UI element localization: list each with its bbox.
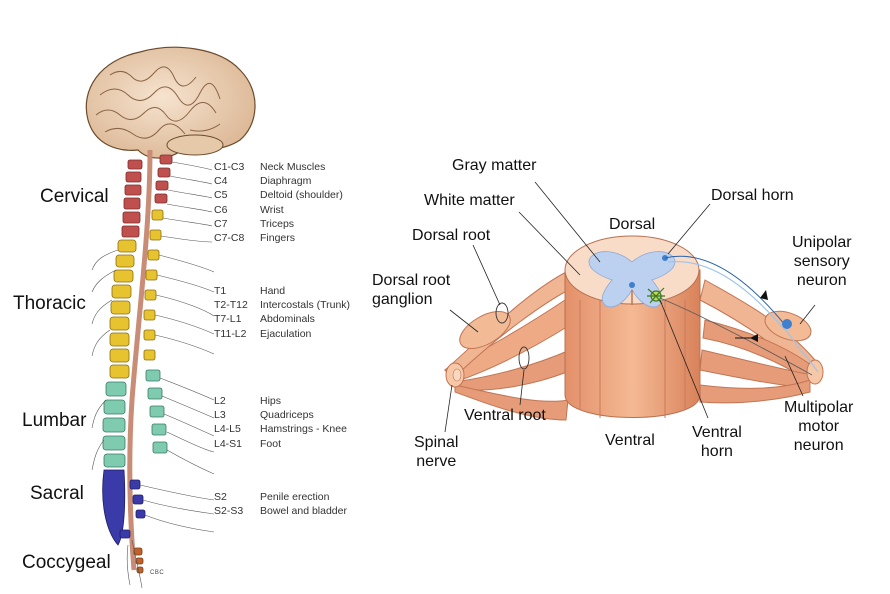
region-cervical: Cervical (40, 186, 109, 207)
nerve-target: Intercostals (Trunk) (260, 299, 351, 312)
nerve-table-sacral: S2 Penile erection S2-S3 Bowel and bladder (214, 490, 347, 518)
label-unipolar-sensory-neuron: Unipolar sensory neuron (792, 234, 852, 289)
nerve-code: T7-L1 (214, 313, 242, 326)
label-gray-matter: Gray matter (452, 157, 537, 174)
nerve-target: Foot (260, 437, 282, 450)
nerve-table-cervical: C1-C3 Neck Muscles C4 Diaphragm C5 Deltoid … (214, 160, 343, 245)
region-coccygeal: Coccygeal (22, 552, 111, 573)
label-white-matter: White matter (424, 192, 515, 209)
label-ventral-horn: Ventral horn (692, 424, 742, 460)
nerve-code: C1-C3 (214, 161, 245, 173)
nerve-target: Wrist (260, 203, 284, 216)
region-thoracic: Thoracic (13, 293, 86, 314)
nerve-row: L4-L5 Hamstrings - Knee (214, 422, 347, 436)
nerve-code: S2-S3 (214, 505, 244, 518)
nerve-code: C7 (214, 217, 228, 230)
artist-signature: CBC (150, 570, 165, 576)
label-dorsal: Dorsal (609, 216, 656, 233)
label-ventral-root: Ventral root (464, 407, 546, 424)
region-lumbar: Lumbar (22, 410, 87, 431)
label-spinal-nerve: Spinal nerve (414, 434, 459, 470)
leader-lines (444, 181, 816, 433)
nerve-row: T2-T12 Intercostals (Trunk) (214, 298, 350, 312)
right-nerve-roots (699, 279, 824, 404)
label-dorsal-root: Dorsal root (412, 227, 491, 244)
nerve-target: Ejaculation (260, 327, 312, 340)
label-dorsal-root-ganglion: Dorsal root ganglion (372, 272, 451, 308)
nerve-target: Neck Muscles (260, 161, 326, 173)
nerve-row: S2-S3 Bowel and bladder (214, 504, 347, 518)
nerve-row: C6 Wrist (214, 203, 343, 217)
nerve-row: L4-S1 Foot (214, 437, 347, 451)
cervical-vertebrae (121, 154, 173, 238)
nerve-code: T1 (214, 285, 227, 297)
nerve-target: Fingers (260, 232, 296, 245)
nerve-row: L2 Hips (214, 394, 347, 408)
brain-illustration (85, 46, 256, 159)
nerve-code: S2 (214, 491, 227, 503)
nerve-code: C4 (214, 175, 228, 188)
nerve-row: T11-L2 Ejaculation (214, 327, 350, 341)
nerve-target: Diaphragm (260, 175, 312, 188)
nerve-target: Hamstrings - Knee (260, 423, 347, 436)
nerve-target: Bowel and bladder (260, 505, 347, 518)
nerve-row: T7-L1 Abdominals (214, 312, 350, 326)
nerve-row: T1 Hand (214, 284, 350, 298)
nerve-target: Quadriceps (260, 409, 314, 422)
nerve-row: C7 Triceps (214, 217, 343, 231)
nerve-target: Abdominals (260, 313, 315, 326)
label-multipolar-motor-neuron: Multipolar motor neuron (784, 399, 854, 454)
nerve-row: C5 Deltoid (shoulder) (214, 188, 343, 202)
nerve-target: Deltoid (shoulder) (260, 189, 343, 202)
motor-neuron-body (647, 287, 665, 305)
nerve-row: C7-C8 Fingers (214, 231, 343, 245)
nerve-row: C4 Diaphragm (214, 174, 343, 188)
nerve-table-thoracic: T1 Hand T2-T12 Intercostals (Trunk) T7-L1 A… (214, 284, 350, 341)
nerve-code: L4-S1 (214, 437, 243, 450)
left-nerve-roots (443, 269, 573, 421)
nerve-target: Penile erection (260, 491, 330, 503)
nerve-target: Hand (260, 285, 286, 297)
label-dorsal-horn: Dorsal horn (711, 187, 794, 204)
nerve-target: Triceps (260, 217, 295, 230)
nerve-code: L3 (214, 409, 226, 422)
coccygeal-vertebrae (133, 547, 144, 574)
lumbar-vertebrae (102, 369, 168, 468)
nerve-code: T2-T12 (214, 299, 248, 312)
nerve-code: T11-L2 (214, 327, 247, 340)
nerve-code: C7-C8 (214, 232, 245, 245)
nerve-table-lumbar: L2 Hips L3 Quadriceps L4-L5 Hamstrings - Kn… (214, 394, 347, 451)
cord-cross-section (443, 181, 824, 433)
nerve-code: L4-L5 (214, 423, 241, 436)
cord-cylinder (564, 235, 701, 418)
nerve-row: S2 Penile erection (214, 490, 347, 504)
spinal-column (91, 149, 215, 589)
label-ventral: Ventral (605, 432, 655, 449)
nerve-code: C5 (214, 189, 228, 202)
nerve-target: Hips (260, 395, 282, 407)
thoracic-vertebrae (109, 209, 164, 379)
region-sacral: Sacral (30, 483, 84, 504)
nerve-code: C6 (214, 203, 228, 216)
sacral-vertebrae (102, 469, 146, 546)
nerve-row: L3 Quadriceps (214, 408, 347, 422)
spinal-nerves (91, 161, 215, 589)
nerve-row: C1-C3 Neck Muscles (214, 160, 343, 174)
nerve-code: L2 (214, 395, 226, 407)
